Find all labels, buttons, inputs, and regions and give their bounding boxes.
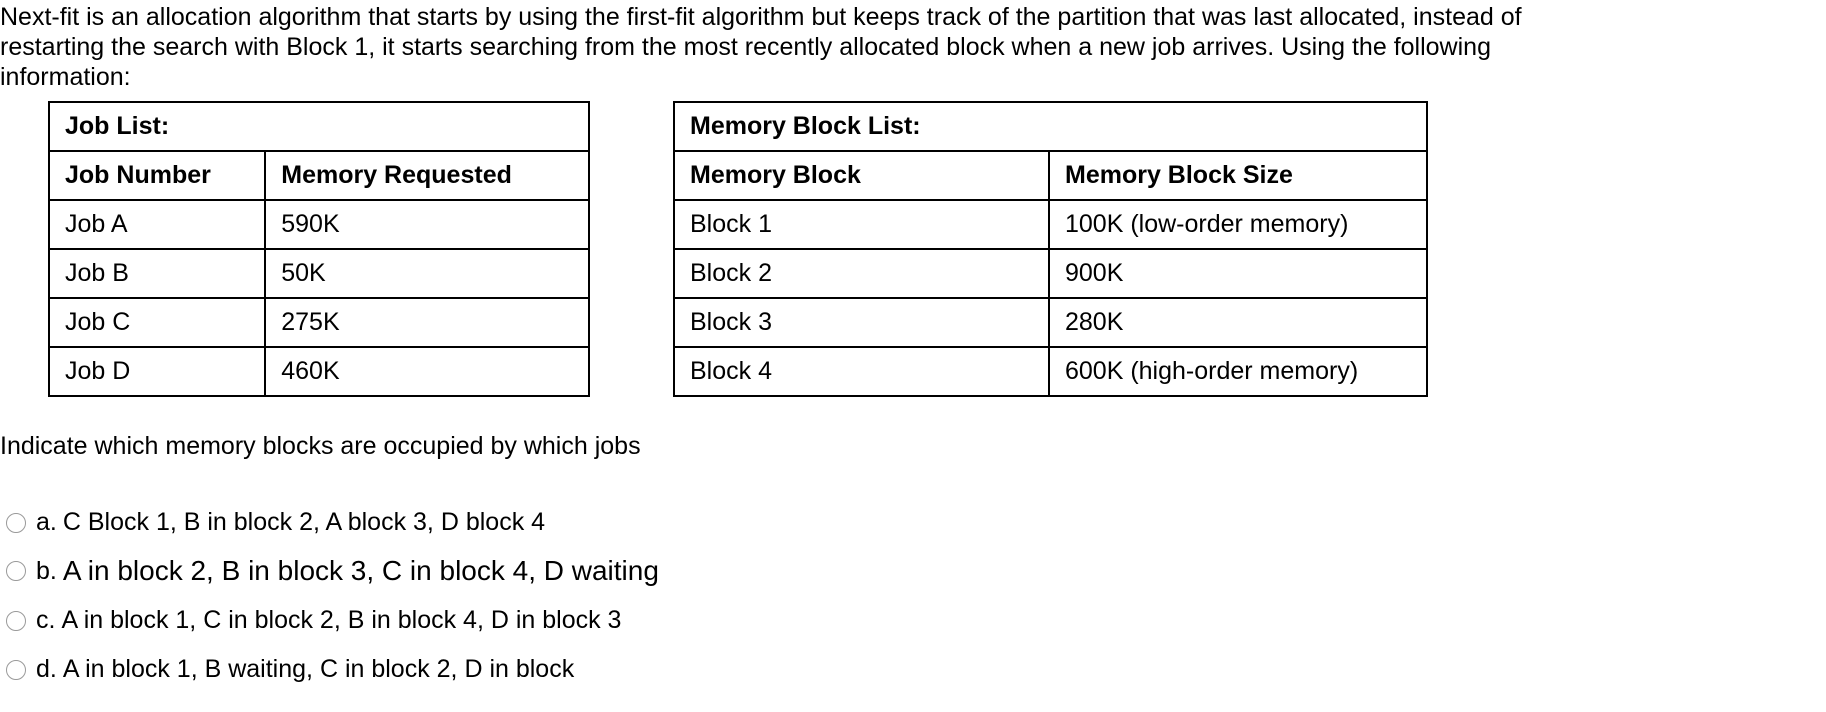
job-name-cell: Job C (47, 297, 267, 348)
block-name-cell: Block 4 (673, 346, 1050, 397)
option-d-letter: d. (36, 655, 57, 683)
block-size-cell: 600K (high-order memory) (1048, 346, 1428, 397)
job-list-title: Job List: (48, 101, 590, 152)
memory-block-header: Memory Block (673, 150, 1050, 201)
table-row: Job D 460K (47, 346, 590, 397)
table-row: Block 3 280K (673, 297, 1428, 348)
option-c[interactable]: c. A in block 1, C in block 2, B in bloc… (6, 606, 621, 635)
block-size-cell: 900K (1048, 248, 1428, 299)
option-d[interactable]: d. A in block 1, B waiting, C in block 2… (6, 655, 574, 684)
table-row: Block 2 900K (673, 248, 1428, 299)
block-size-cell: 100K (low-order memory) (1048, 199, 1428, 250)
job-list-table: Job List: Job Number Memory Requested Jo… (47, 101, 590, 397)
option-d-radio[interactable] (6, 659, 26, 680)
option-c-letter: c. (36, 606, 56, 634)
table-row: Block 1 100K (low-order memory) (673, 199, 1428, 250)
memory-requested-cell: 460K (264, 346, 590, 397)
memory-block-list-title: Memory Block List: (673, 101, 1428, 152)
block-name-cell: Block 2 (673, 248, 1050, 299)
option-c-text: A in block 1, C in block 2, B in block 4… (61, 606, 622, 634)
table-row: Job C 275K (47, 297, 590, 348)
job-name-cell: Job D (47, 346, 267, 397)
table-row: Block 4 600K (high-order memory) (673, 346, 1428, 397)
block-name-cell: Block 3 (673, 297, 1050, 348)
option-a[interactable]: a. C Block 1, B in block 2, A block 3, D… (6, 508, 545, 537)
option-a-text: C Block 1, B in block 2, A block 3, D bl… (62, 508, 546, 536)
memory-requested-cell: 590K (264, 199, 590, 250)
memory-block-size-header: Memory Block Size (1048, 150, 1428, 201)
option-a-letter: a. (36, 508, 57, 536)
block-name-cell: Block 1 (673, 199, 1050, 250)
job-name-cell: Job A (47, 199, 267, 250)
memory-requested-cell: 50K (264, 248, 590, 299)
question-prompt: Indicate which memory blocks are occupie… (0, 432, 641, 460)
option-b-text: A in block 2, B in block 3, C in block 4… (62, 555, 659, 586)
memory-requested-header: Memory Requested (264, 150, 590, 201)
memory-block-list-table: Memory Block List: Memory Block Memory B… (673, 101, 1428, 397)
job-number-header: Job Number (47, 150, 267, 201)
question-intro: Next-fit is an allocation algorithm that… (0, 3, 1522, 91)
memory-requested-cell: 275K (264, 297, 590, 348)
option-b[interactable]: b. A in block 2, B in block 3, C in bloc… (6, 555, 659, 587)
option-a-radio[interactable] (6, 512, 26, 533)
option-d-text: A in block 1, B waiting, C in block 2, D… (62, 655, 575, 683)
table-row: Job B 50K (47, 248, 590, 299)
option-c-radio[interactable] (6, 610, 26, 631)
block-size-cell: 280K (1048, 297, 1428, 348)
option-b-letter: b. (36, 556, 57, 585)
option-b-radio[interactable] (6, 561, 26, 581)
job-name-cell: Job B (47, 248, 267, 299)
table-row: Job A 590K (47, 199, 590, 250)
